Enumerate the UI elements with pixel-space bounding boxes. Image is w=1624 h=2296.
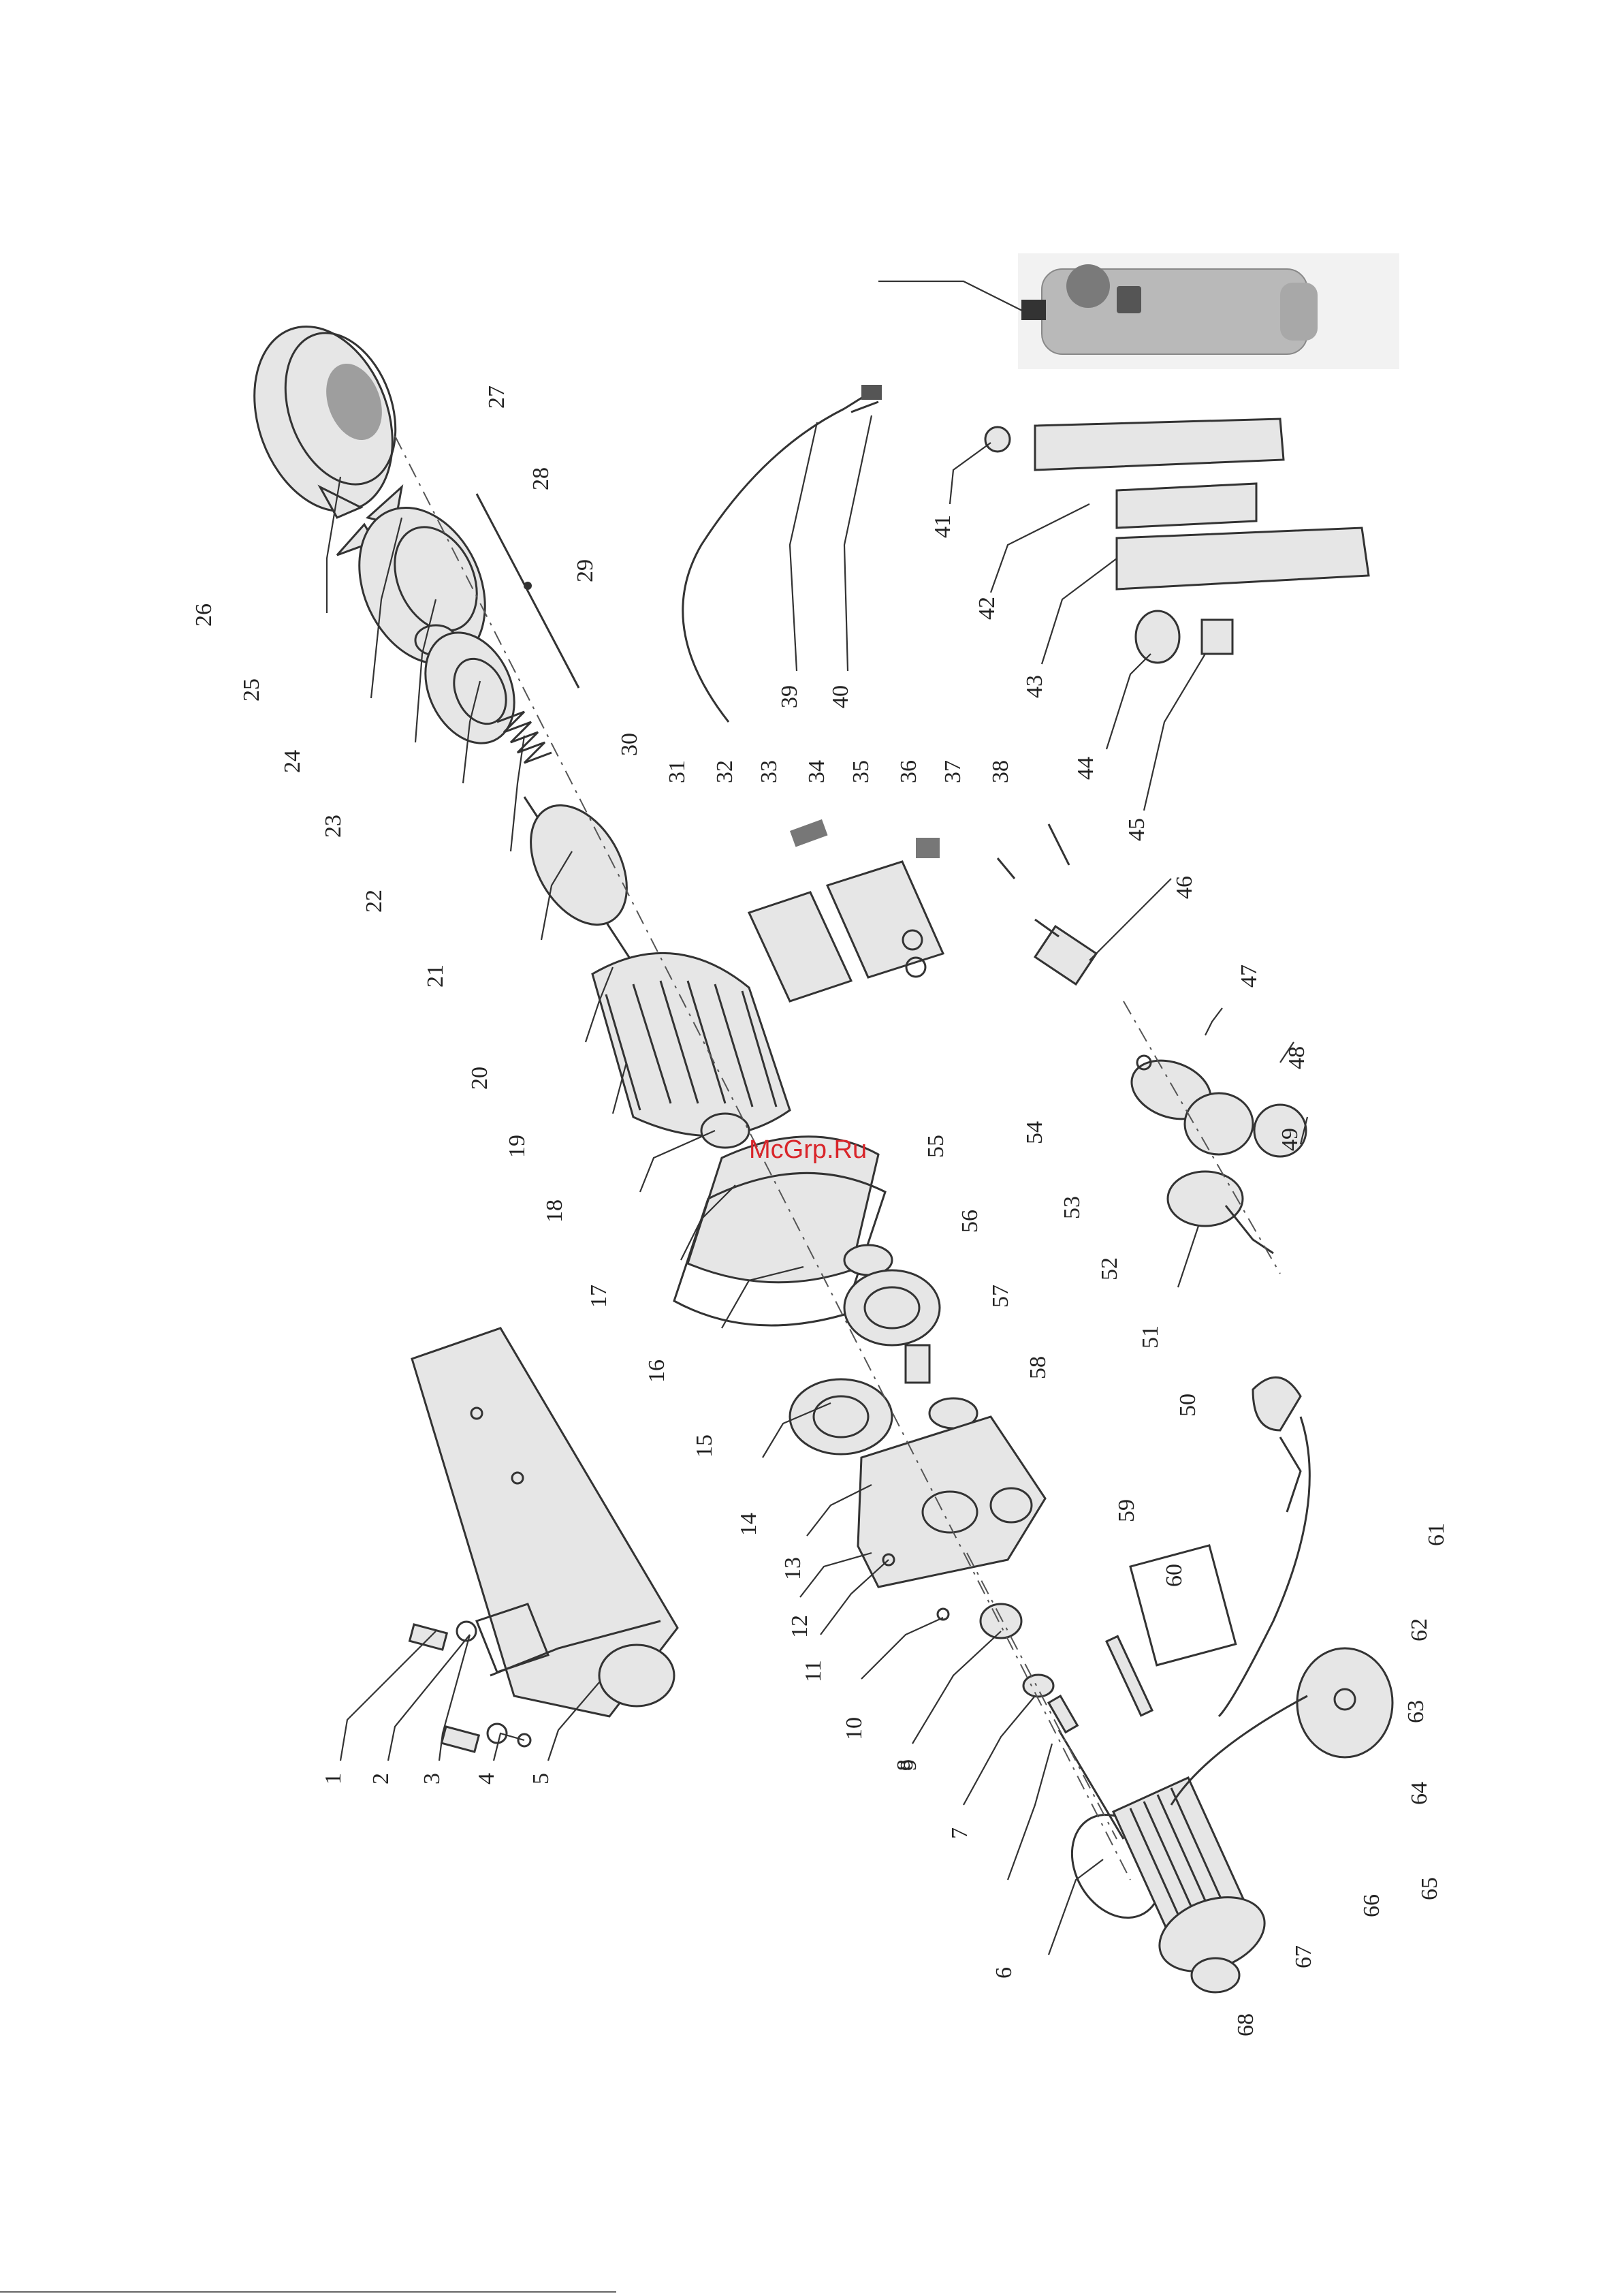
part-label: 51 — [1138, 1325, 1163, 1349]
part-label: 2 — [368, 1773, 394, 1784]
part-label: 50 — [1175, 1394, 1200, 1417]
part-label: 6 — [991, 1967, 1017, 1979]
drum-shaft-part — [938, 1604, 1124, 1839]
part-label: 4 — [474, 1773, 499, 1784]
part-label: 56 — [957, 1210, 983, 1233]
part-label: 64 — [1407, 1782, 1432, 1805]
part-label: 52 — [1097, 1257, 1122, 1280]
part-label: 29 — [573, 559, 598, 582]
part-label: 32 — [712, 760, 737, 783]
part-label: 12 — [787, 1615, 812, 1638]
part-label: 34 — [804, 760, 829, 783]
part-label: 27 — [484, 386, 509, 409]
part-label: 45 — [1124, 818, 1149, 841]
part-label: 41 — [930, 515, 955, 538]
motor-housing-part — [592, 953, 790, 1148]
part-label: 55 — [923, 1135, 949, 1158]
part-label: 67 — [1291, 1945, 1316, 1968]
part-label: 24 — [280, 750, 305, 773]
part-label: 44 — [1073, 757, 1098, 780]
part-label: 38 — [988, 760, 1013, 783]
part-label: 19 — [505, 1135, 530, 1158]
part-label: 7 — [947, 1827, 972, 1839]
rotor-part — [511, 789, 647, 974]
part-label: 26 — [191, 603, 217, 627]
part-label: 5 — [528, 1773, 554, 1784]
part-label: 18 — [542, 1199, 567, 1223]
part-label: 33 — [757, 760, 782, 783]
part-label: 21 — [423, 964, 448, 988]
part-label: 16 — [644, 1359, 669, 1383]
part-label: 63 — [1403, 1700, 1429, 1723]
part-label: 35 — [848, 760, 874, 783]
part-label: 17 — [586, 1285, 611, 1308]
part-label: 54 — [1022, 1121, 1047, 1144]
part-label: 49 — [1277, 1128, 1303, 1151]
part-label: 20 — [467, 1067, 492, 1090]
part-label: 57 — [988, 1285, 1013, 1308]
power-cable-part — [683, 385, 882, 722]
part-label: 58 — [1025, 1356, 1051, 1379]
part-label: 48 — [1284, 1046, 1309, 1069]
hook-wire-assembly-part — [1171, 1377, 1392, 1805]
plug-part — [1035, 919, 1096, 984]
part-label: 14 — [736, 1513, 761, 1536]
terminal-box-part — [749, 819, 1069, 1001]
part-label: 1 — [321, 1773, 346, 1784]
part-label: 68 — [1233, 2013, 1258, 2036]
part-label: 47 — [1237, 964, 1262, 988]
part-label: 11 — [801, 1660, 826, 1682]
part-label: 28 — [528, 467, 554, 490]
part-label: 60 — [1162, 1564, 1187, 1587]
part-label: 25 — [239, 678, 264, 702]
part-label: 59 — [1114, 1499, 1139, 1522]
part-label: 9 — [896, 1759, 921, 1771]
part-label: 23 — [321, 815, 346, 838]
remote-control-photo — [878, 253, 1399, 369]
part-label: 65 — [1417, 1877, 1442, 1900]
part-label: 30 — [617, 733, 642, 756]
part-label: 46 — [1172, 876, 1197, 899]
part-label: 43 — [1022, 675, 1047, 698]
part-label: 53 — [1060, 1196, 1085, 1219]
part-label: 66 — [1359, 1894, 1384, 1917]
cable-drum-part — [1054, 1778, 1275, 1992]
part-label: 61 — [1424, 1523, 1449, 1546]
part-label: 37 — [940, 760, 966, 783]
mounting-bracket-part — [412, 1328, 678, 1716]
watermark-text: McGrp.Ru — [749, 1135, 867, 1164]
part-label: 13 — [780, 1557, 806, 1580]
part-label: 42 — [974, 597, 1000, 620]
part-label: 22 — [362, 890, 387, 913]
part-label: 39 — [777, 685, 802, 708]
part-label: 15 — [692, 1434, 717, 1458]
part-label: 10 — [842, 1717, 867, 1740]
part-label: 40 — [828, 685, 853, 708]
pendant-housing-part — [985, 419, 1369, 663]
part-label: 36 — [896, 760, 921, 783]
part-label: 3 — [419, 1773, 445, 1784]
part-label: 31 — [665, 760, 690, 783]
fan-cover-part — [230, 307, 417, 531]
part-label: 62 — [1407, 1618, 1432, 1641]
